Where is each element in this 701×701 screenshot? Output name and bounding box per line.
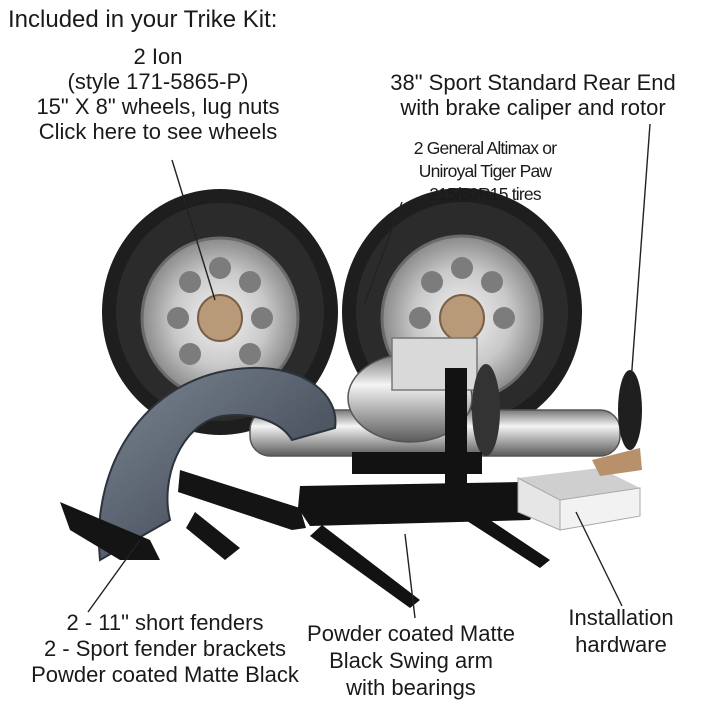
hardware-label: Installation hardware	[546, 604, 696, 658]
swing-arm-line2: Black Swing arm	[329, 648, 493, 673]
tires-line3: 215/60R15 tires	[429, 184, 541, 204]
tires-line2: Uniroyal Tiger Paw	[418, 161, 552, 181]
fenders-line2: 2 - Sport fender brackets	[43, 636, 287, 661]
swing-arm-line1: Powder coated Matte	[307, 621, 515, 646]
swing-arm-label: Powder coated Matte Black Swing arm with…	[300, 620, 522, 701]
page-title: Included in your Trike Kit:	[8, 6, 278, 33]
hardware-line2: hardware	[575, 632, 667, 657]
see-wheels-link[interactable]: Click here to see wheels	[38, 119, 278, 144]
fender	[97, 366, 337, 562]
fenders-label: 2 - 11" short fenders 2 - Sport fender b…	[0, 610, 330, 688]
rear-end-line1: 38" Sport Standard Rear End	[390, 70, 676, 95]
fenders-pointer	[87, 539, 141, 613]
rear-end-pointer	[629, 123, 651, 397]
wheels-size: 15" X 8" wheels, lug nuts	[36, 94, 280, 119]
fenders-line3: Powder coated Matte Black	[31, 662, 299, 687]
fenders-line1: 2 - 11" short fenders	[66, 610, 264, 635]
swing-arm	[298, 368, 550, 608]
wheels-count: 2 Ion	[133, 44, 183, 69]
tires-line1: 2 General Altimax or	[413, 138, 557, 158]
tires-pointer	[363, 201, 403, 306]
swing-arm-pointer	[404, 533, 416, 619]
wheels-style: (style 171-5865-P)	[67, 69, 249, 94]
fender-brackets	[60, 470, 306, 560]
wheels-pointer	[171, 159, 216, 301]
hardware-pointer	[575, 511, 623, 607]
wheels-label: 2 Ion (style 171-5865-P) 15" X 8" wheels…	[10, 44, 306, 144]
swing-arm-line3: with bearings	[346, 675, 476, 700]
pointer-lines	[87, 123, 651, 619]
rear-end-line2: with brake caliper and rotor	[400, 95, 666, 120]
rear-end-label: 38" Sport Standard Rear End with brake c…	[368, 70, 698, 120]
tires-label: 2 General Altimax or Uniroyal Tiger Paw …	[365, 137, 605, 206]
hardware-line1: Installation	[568, 605, 674, 630]
hardware-box	[517, 448, 642, 531]
